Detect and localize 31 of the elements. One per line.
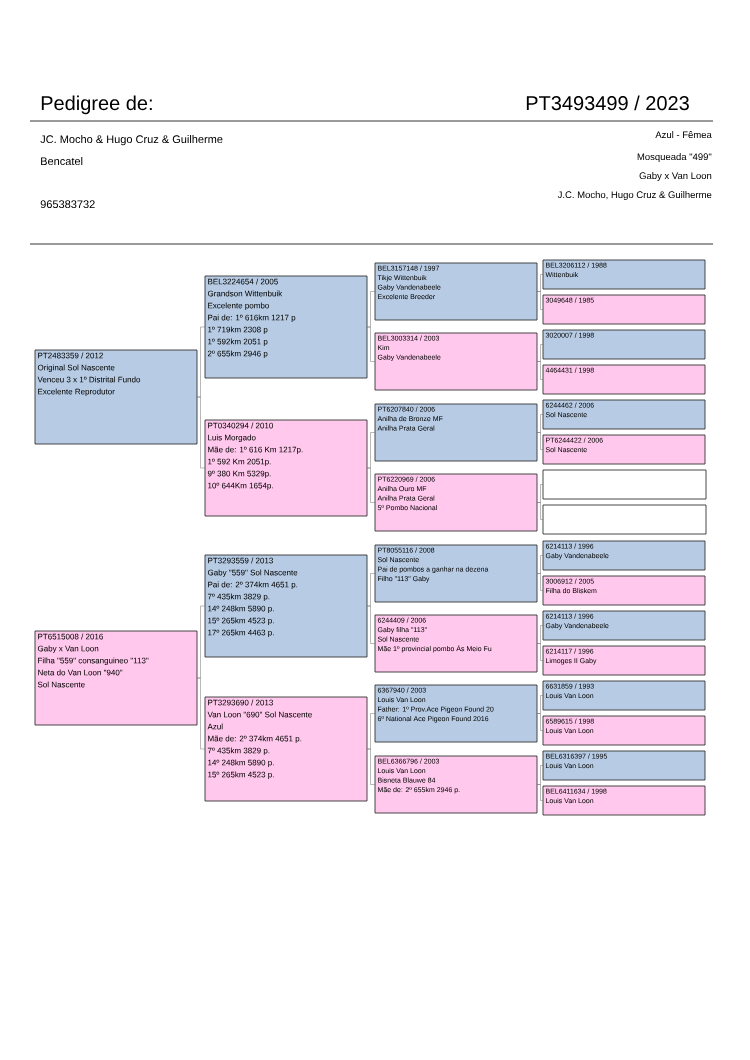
connector-line — [196, 396, 206, 469]
connector-line — [536, 361, 544, 380]
pedigree-box: BEL3224654 / 2005 Grandson Wittenbuik Excelente pombo Pai de: 1º 616km 1217 p 1º 719km 2308 p 1º 592km 2051 p 2º 655km 2946 p — [204, 275, 368, 379]
info-text: Mosqueada "499" — [637, 153, 712, 162]
connector-line — [536, 573, 544, 591]
title: Pedigree de: — [41, 95, 152, 115]
connector-line — [536, 784, 544, 801]
connector-line — [196, 677, 206, 750]
connector-line — [536, 291, 544, 310]
info-text: Bencatel — [41, 157, 83, 166]
connector-line — [366, 748, 376, 785]
connector-line — [536, 713, 544, 731]
connector-line — [536, 432, 544, 450]
connector-line — [366, 326, 376, 362]
pedigree-box: PT2483359 / 2012 Original Sol Nascente Venceu 3 x 1º Distrital Fundo Excelente Reprodutor — [34, 349, 198, 445]
pedigree-box: PT3293559 / 2013 Gaby "559" Sol Nascente Pai de: 2º 374km 4651 p. 7º 435km 3829 p. 14º 248km 5890 p. 15º 265km 4523 p. 17º 265km 4463 p. — [204, 554, 368, 658]
empty-box — [542, 469, 707, 500]
pedigree-box: PT0340294 / 2010 Luis Morgado Mãe de: 1º 616 Km 1217p. 1º 592 Km 2051p. 9º 380 Km 5329p. 10º 644Km 1654p. — [204, 419, 368, 517]
info-text: 965383732 — [40, 200, 95, 209]
pedigree-number: PT3493499 / 2023 — [526, 95, 689, 111]
info-text: J.C. Mocho, Hugo Cruz & Guilherme — [557, 191, 712, 200]
empty-box — [542, 504, 707, 535]
pedigree-box: PT6515008 / 2016 Gaby x Van Loon Filha "559" consanguineo "113" Neta do Van Loon "940" Sol Nascente — [34, 630, 198, 726]
info-text: Azul - Fêmea — [655, 131, 712, 139]
connector-line — [366, 605, 376, 644]
info-text: Gaby x Van Loon — [639, 172, 712, 181]
connector-line — [536, 502, 544, 520]
connector-line — [366, 467, 376, 503]
pedigree-box: PT3293690 / 2013 Van Loon "690" Sol Nascente Azul Mãe de: 2º 374km 4651 p. 7º 435km 3829 p. 14º 248km 5890 p. 15º 265km 4523 p. — [204, 696, 368, 802]
info-text: JC. Mocho & Hugo Cruz & Guilherme — [40, 135, 223, 146]
connector-line — [536, 643, 544, 661]
